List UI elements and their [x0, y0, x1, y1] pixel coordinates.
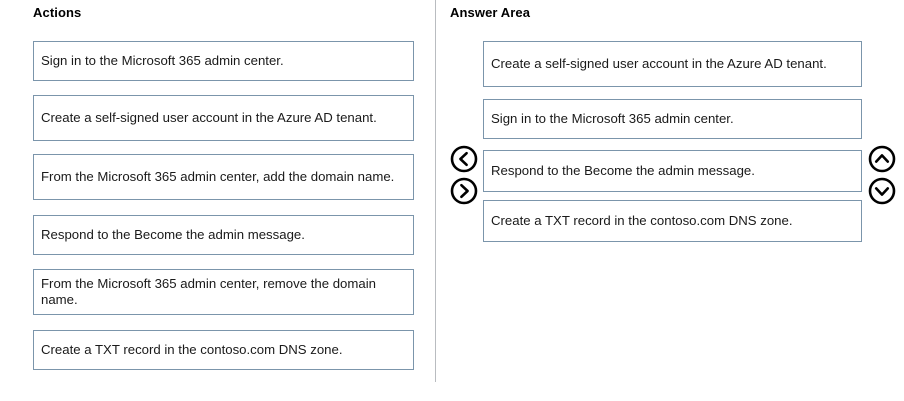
action-item[interactable]: Respond to the Become the admin message. [33, 215, 414, 255]
answer-item-label: Create a self-signed user account in the… [491, 55, 827, 71]
action-item-label: Create a self-signed user account in the… [41, 109, 377, 125]
action-item-label: Create a TXT record in the contoso.com D… [41, 341, 343, 357]
action-item[interactable]: From the Microsoft 365 admin center, rem… [33, 269, 414, 315]
move-left-button[interactable] [450, 145, 478, 173]
move-left-icon [450, 145, 478, 173]
move-right-button[interactable] [450, 177, 478, 205]
move-up-icon [868, 145, 896, 173]
action-item[interactable]: Create a TXT record in the contoso.com D… [33, 330, 414, 370]
answer-item[interactable]: Create a self-signed user account in the… [483, 41, 862, 87]
action-item-label: From the Microsoft 365 admin center, rem… [41, 275, 376, 308]
column-divider [435, 0, 436, 382]
answer-item-label: Sign in to the Microsoft 365 admin cente… [491, 110, 734, 126]
action-item-label: Respond to the Become the admin message. [41, 226, 305, 242]
action-item[interactable]: Create a self-signed user account in the… [33, 95, 414, 141]
answer-area-heading: Answer Area [450, 5, 531, 20]
answer-item-label: Respond to the Become the admin message. [491, 162, 755, 178]
move-up-button[interactable] [868, 145, 896, 173]
move-down-icon [868, 177, 896, 205]
answer-item-label: Create a TXT record in the contoso.com D… [491, 212, 793, 228]
action-item-label: Sign in to the Microsoft 365 admin cente… [41, 52, 284, 68]
action-item[interactable]: Sign in to the Microsoft 365 admin cente… [33, 41, 414, 81]
answer-item[interactable]: Create a TXT record in the contoso.com D… [483, 200, 862, 242]
move-down-button[interactable] [868, 177, 896, 205]
move-right-icon [450, 177, 478, 205]
answer-item[interactable]: Sign in to the Microsoft 365 admin cente… [483, 99, 862, 139]
action-item-label: From the Microsoft 365 admin center, add… [41, 168, 395, 184]
actions-column-heading: Actions [33, 5, 82, 20]
answer-item[interactable]: Respond to the Become the admin message. [483, 150, 862, 192]
action-item[interactable]: From the Microsoft 365 admin center, add… [33, 154, 414, 200]
